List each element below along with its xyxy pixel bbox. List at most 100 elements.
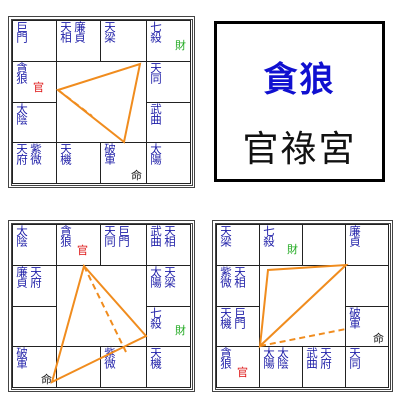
star-group: 太陽: [149, 143, 163, 164]
palace-cell: 天機: [146, 346, 191, 388]
star-name: 紫微: [103, 347, 117, 368]
palace-cell: 武曲天府: [302, 346, 346, 388]
star-name: 七殺: [262, 225, 276, 246]
star-group: 七殺: [149, 21, 163, 42]
palace-cell: 太陽天梁: [146, 265, 191, 307]
star-name: 巨門: [117, 225, 131, 246]
palace-cell: 七殺財: [259, 224, 303, 266]
opposite-palace-dashed-line: [83, 265, 127, 353]
palace-cell: [12, 306, 57, 347]
opposite-palace-dashed-line: [259, 328, 347, 347]
triangle-lines: [55, 62, 142, 144]
star-name: 巨門: [15, 21, 29, 42]
palace-cell: 貪狼官: [56, 224, 101, 266]
palace-cell: 太陽太陰: [259, 346, 303, 388]
guan-marker: 官: [237, 366, 248, 379]
star-name: 紫微: [219, 266, 233, 287]
star-group: 貪狼: [59, 225, 73, 246]
title-box: 貪狼 官祿宮: [214, 21, 385, 182]
star-name: 天相: [163, 225, 177, 246]
star-name: 破軍: [348, 307, 362, 328]
palace-cell: 天相廉貞: [56, 20, 101, 62]
star-group: 貪狼: [219, 347, 233, 368]
star-name: 廉貞: [73, 21, 87, 42]
ming-marker: 命: [41, 373, 52, 386]
star-name: 天相: [233, 266, 247, 287]
star-name: 七殺: [149, 307, 163, 328]
star-name: 破軍: [103, 143, 117, 164]
ming-marker: 命: [373, 332, 384, 345]
star-group: 廉貞: [348, 225, 362, 246]
star-group: 天府紫微: [15, 143, 43, 164]
star-name: 武曲: [149, 225, 163, 246]
palace-cell: 天機: [56, 142, 101, 184]
star-name: 天同: [103, 225, 117, 246]
palace-cell: 紫微: [100, 346, 147, 388]
star-name: 天府: [29, 266, 43, 287]
star-group: 破軍: [15, 347, 29, 368]
star-name: 貪狼: [59, 225, 73, 246]
palace-cell: 廉貞天府: [12, 265, 57, 307]
palace-cell: 破軍命: [12, 346, 57, 388]
palace-cell: 天機巨門: [216, 306, 260, 347]
palace-cell: 武曲: [146, 102, 191, 143]
star-name: 太陽: [149, 143, 163, 164]
star-name: 天梁: [219, 225, 233, 246]
star-name: 太陽: [262, 347, 276, 368]
star-group: 天機巨門: [219, 307, 247, 328]
palace-cell: 破軍命: [100, 142, 147, 184]
star-group: 天梁: [219, 225, 233, 246]
star-name: 廉貞: [15, 266, 29, 287]
palace-cell: 紫微天相: [216, 265, 260, 307]
palace-cell: 太陰: [12, 102, 57, 143]
opposite-palace-dashed-line: [57, 89, 93, 117]
star-name: 天同: [348, 347, 362, 368]
guan-marker: 官: [77, 244, 88, 257]
palace-cell: [56, 346, 101, 388]
star-name: 太陽: [149, 266, 163, 287]
star-group: 天梁: [103, 21, 117, 42]
palace-cell: 天梁: [100, 20, 147, 62]
star-name: 天相: [59, 21, 73, 42]
palace-cell: 天同: [345, 346, 389, 388]
chart-top: 巨門 天相廉貞天梁 七殺財貪狼官 天同太陰 武曲天府紫微天機 破軍命太陽: [8, 16, 195, 188]
star-name: 貪狼: [219, 347, 233, 368]
cai-marker: 財: [175, 324, 186, 337]
palace-cell: 七殺財: [146, 306, 191, 347]
palace-cell: 貪狼官: [12, 61, 57, 103]
star-name: 貪狼: [15, 62, 29, 83]
star-name: 太陰: [15, 225, 29, 246]
star-group: 武曲天府: [305, 347, 333, 368]
star-group: 太陽天梁: [149, 266, 177, 287]
star-group: 廉貞天府: [15, 266, 43, 287]
star-name: 廉貞: [348, 225, 362, 246]
star-name: 天府: [15, 143, 29, 164]
star-name: 太陰: [276, 347, 290, 368]
star-group: 破軍: [103, 143, 117, 164]
star-name: 武曲: [149, 103, 163, 124]
title-main: 貪狼: [263, 60, 336, 100]
palace-cell: 破軍命: [345, 306, 389, 347]
palace-cell: [345, 265, 389, 307]
star-group: 武曲: [149, 103, 163, 124]
star-group: 太陰: [15, 225, 29, 246]
star-group: 紫微天相: [219, 266, 247, 287]
star-name: 紫微: [29, 143, 43, 164]
palace-cell: 貪狼官: [216, 346, 260, 388]
star-group: 天機: [59, 143, 73, 164]
guan-marker: 官: [33, 81, 44, 94]
star-name: 太陰: [15, 103, 29, 124]
palace-cell: 廉貞: [345, 224, 389, 266]
cai-marker: 財: [175, 39, 186, 52]
title-sub: 官祿宮: [242, 129, 357, 170]
star-group: 七殺: [262, 225, 276, 246]
star-name: 天同: [149, 62, 163, 83]
star-group: 天同: [149, 62, 163, 83]
palace-cell: 天府紫微: [12, 142, 57, 184]
palace-cell: 七殺財: [146, 20, 191, 62]
ming-marker: 命: [131, 169, 142, 182]
palace-cell: 天同: [146, 61, 191, 103]
star-name: 天府: [319, 347, 333, 368]
star-name: 天梁: [163, 266, 177, 287]
star-group: 太陽太陰: [262, 347, 290, 368]
